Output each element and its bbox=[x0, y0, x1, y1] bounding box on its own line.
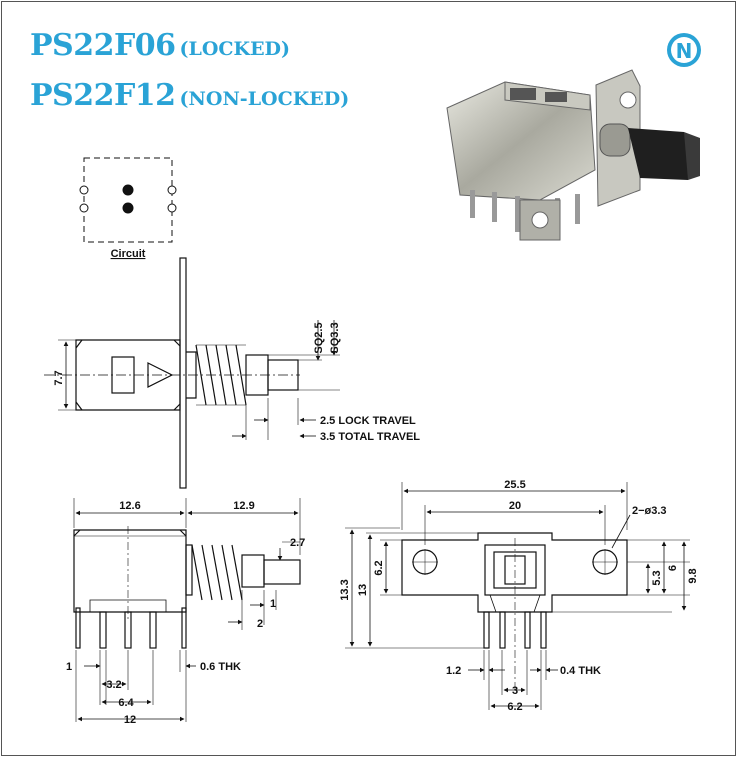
dim-13: 13 bbox=[357, 584, 369, 596]
circuit-diagram bbox=[79, 157, 177, 243]
dim-1-pin: 1 bbox=[66, 661, 72, 673]
product-photo bbox=[446, 69, 700, 241]
dim-0-4-thk: 0.4 THK bbox=[560, 665, 601, 677]
dim-3: 3 bbox=[512, 685, 518, 697]
dim-1-shaft: 1 bbox=[270, 598, 276, 610]
end-view bbox=[345, 482, 690, 710]
model-ps22f12: PS22F12 bbox=[30, 78, 176, 113]
dim-9-8: 9.8 bbox=[687, 568, 699, 583]
brand-logo: N bbox=[667, 33, 701, 67]
side-view bbox=[44, 257, 340, 489]
circuit-label: Circuit bbox=[111, 248, 146, 260]
dim-3-2: 3.2 bbox=[106, 679, 121, 691]
dim-6-2-vert: 6.2 bbox=[373, 560, 385, 575]
dim-2-7: 2.7 bbox=[290, 537, 305, 549]
dim-6-2-horiz: 6.2 bbox=[507, 701, 522, 713]
title-locked: PS22F06(LOCKED) bbox=[30, 28, 290, 63]
dim-12-6: 12.6 bbox=[119, 500, 140, 512]
variant-non-locked: (NON-LOCKED) bbox=[179, 88, 350, 110]
dim-lock-travel: 2.5 LOCK TRAVEL bbox=[320, 415, 416, 427]
dim-sq2-5: SQ2.5 bbox=[313, 322, 325, 353]
dim-0-6-thk: 0.6 THK bbox=[200, 661, 241, 673]
dim-12: 12 bbox=[124, 714, 136, 726]
dim-13-3: 13.3 bbox=[339, 579, 351, 600]
dim-2-shaft: 2 bbox=[257, 618, 263, 630]
model-ps22f06: PS22F06 bbox=[30, 28, 176, 63]
variant-locked: (LOCKED) bbox=[179, 38, 291, 60]
title-non-locked: PS22F12(NON-LOCKED) bbox=[30, 78, 349, 113]
dim-6-4: 6.4 bbox=[118, 697, 134, 709]
dim-sq3-3: SQ3.3 bbox=[329, 322, 341, 353]
dim-1-2: 1.2 bbox=[446, 665, 461, 677]
dim-20: 20 bbox=[509, 500, 521, 512]
dim-holes: 2−ø3.3 bbox=[632, 505, 667, 517]
dim-height-7-7: 7.7 bbox=[53, 370, 65, 385]
dim-25-5: 25.5 bbox=[504, 479, 525, 491]
dim-12-9: 12.9 bbox=[233, 500, 254, 512]
front-view bbox=[73, 498, 301, 722]
dim-5-3: 5.3 bbox=[651, 570, 663, 585]
dim-total-travel: 3.5 TOTAL TRAVEL bbox=[320, 431, 420, 443]
logo-letter: N bbox=[676, 39, 693, 63]
dim-6: 6 bbox=[667, 565, 679, 571]
